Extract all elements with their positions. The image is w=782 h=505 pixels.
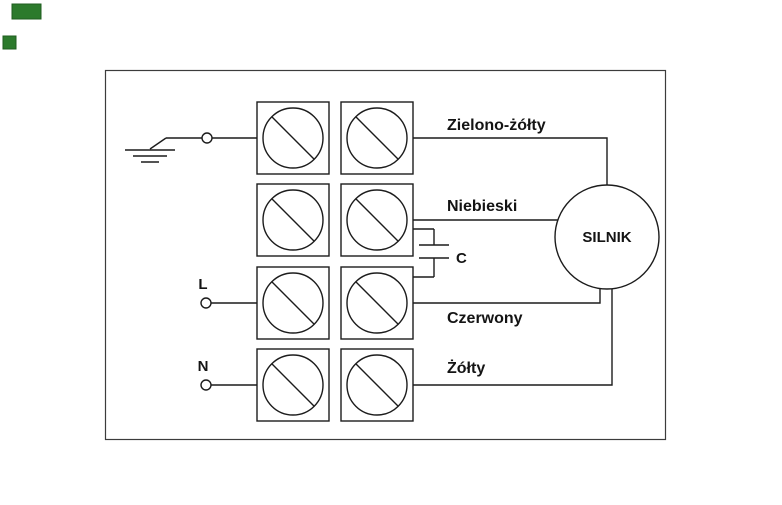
terminal-screw-row2-right — [340, 183, 414, 257]
ground-symbol — [125, 137, 202, 163]
live-terminal-point — [200, 297, 212, 309]
label-capacitor: C — [456, 250, 467, 267]
label-motor: SILNIK — [582, 229, 631, 246]
label-green-yellow-wire: Zielono-żółty — [447, 117, 546, 134]
terminal-screw-row3-right — [340, 266, 414, 340]
wire-green-yellow — [413, 137, 608, 186]
terminal-screw-row3-left — [256, 266, 330, 340]
diagram-border — [104, 69, 667, 441]
wire-yellow — [413, 289, 613, 386]
motor-circle — [554, 184, 660, 290]
label-neutral: N — [198, 358, 209, 375]
wire-red — [413, 288, 601, 304]
terminal-screw-row1-left — [256, 101, 330, 175]
watermark-badge-top — [11, 3, 42, 20]
label-live: L — [198, 276, 207, 293]
terminal-screw-row4-right — [340, 348, 414, 422]
terminal-screw-row4-left — [256, 348, 330, 422]
capacitor-symbol — [413, 228, 449, 278]
label-red-wire: Czerwony — [447, 310, 523, 327]
ground-terminal-point — [201, 132, 213, 144]
label-blue-wire: Niebieski — [447, 198, 517, 215]
terminal-screw-row1-right — [340, 101, 414, 175]
watermark-badge-left — [2, 35, 17, 50]
neutral-terminal-point — [200, 379, 212, 391]
terminal-screw-row2-left — [256, 183, 330, 257]
label-yellow-wire: Żółty — [447, 359, 485, 377]
